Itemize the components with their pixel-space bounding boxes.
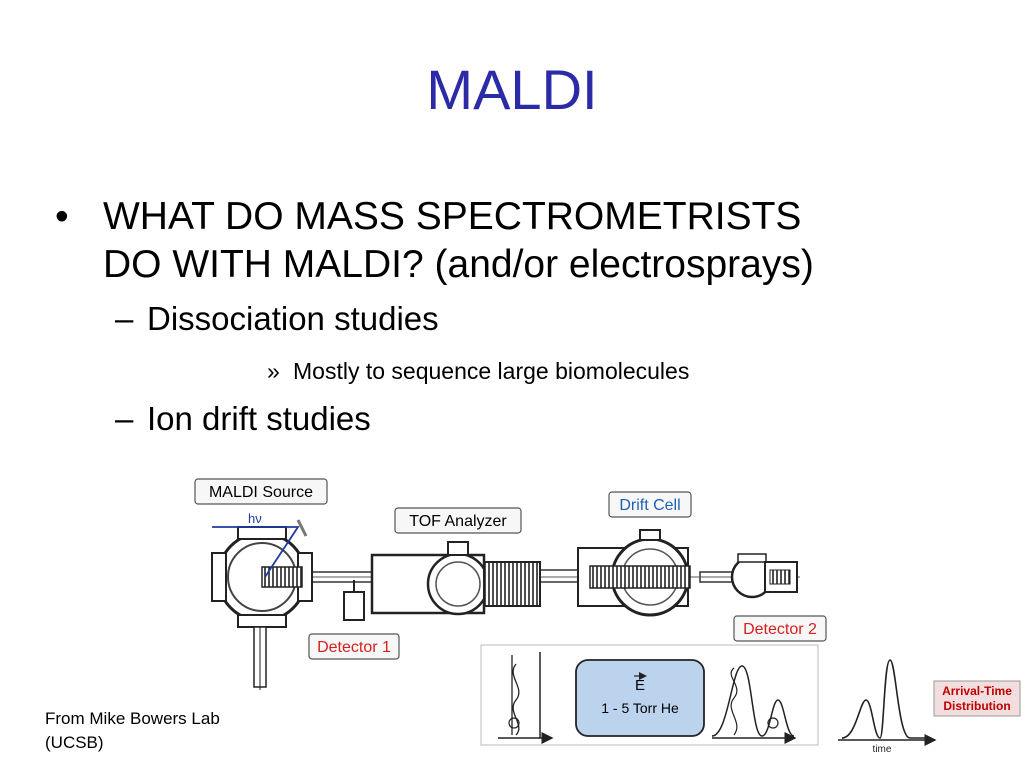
tof-analyzer-chamber (343, 541, 541, 621)
maldi-source-chamber (211, 526, 313, 690)
sub-bullet-ion-drift: – Ion drift studies (55, 399, 995, 439)
ion-packet-in (498, 652, 554, 744)
sub-bullet-dissociation: – Dissociation studies (55, 299, 995, 339)
maldi-source-label: MALDI Source (194, 478, 328, 505)
svg-text:Distribution: Distribution (943, 699, 1010, 713)
detector1-label: Detector 1 (308, 633, 400, 660)
drift-cell-chamber (577, 529, 691, 617)
bullet-list: • WHAT DO MASS SPECTROMETRISTS DO WITH M… (55, 193, 995, 439)
bullet-line-1: WHAT DO MASS SPECTROMETRISTS (103, 195, 802, 238)
laser-beam: hν (212, 511, 308, 578)
hv-label: hν (248, 511, 262, 526)
bullet-marker: • (55, 195, 69, 238)
pressure-label: 1 - 5 Torr He (601, 700, 679, 716)
arrival-time-plot: time (838, 659, 937, 755)
arrival-time-label: Arrival-Time Distribution (933, 680, 1021, 717)
credit-line-1: From Mike Bowers Lab (45, 709, 220, 728)
chevron-marker: » (267, 358, 280, 384)
dash-marker: – (115, 400, 134, 437)
drift-cell-label: Drift Cell (608, 491, 692, 518)
svg-text:Drift Cell: Drift Cell (619, 497, 680, 514)
sub-sub-bullet-text: Mostly to sequence large biomolecules (293, 358, 690, 384)
separated-ion-peaks (711, 665, 797, 744)
credit-line-2: (UCSB) (45, 733, 104, 752)
drift-tube: E 1 - 5 Torr He (575, 659, 705, 737)
svg-text:Detector 1: Detector 1 (317, 639, 391, 656)
dash-marker: – (115, 300, 134, 337)
tof-analyzer-label: TOF Analyzer (394, 507, 522, 534)
source-credit: From Mike Bowers Lab (UCSB) (45, 707, 220, 755)
detector2-label: Detector 2 (733, 615, 827, 642)
sub-bullet-text: Ion drift studies (147, 400, 371, 437)
slide-title: MALDI (426, 58, 598, 121)
sub-sub-bullet-sequence: » Mostly to sequence large biomolecules (55, 357, 995, 385)
svg-text:TOF Analyzer: TOF Analyzer (409, 513, 507, 530)
bullet-line-2: DO WITH MALDI? (and/or electrosprays) (103, 243, 814, 286)
detector2-chamber (730, 553, 798, 599)
field-label: E (635, 677, 645, 694)
ion-drift-schematic: E 1 - 5 Torr He (480, 644, 819, 746)
time-axis-label: time (873, 744, 892, 755)
sub-bullet-text: Dissociation studies (147, 300, 439, 337)
svg-text:MALDI Source: MALDI Source (209, 484, 313, 501)
bullet-item-main: • WHAT DO MASS SPECTROMETRISTS DO WITH M… (55, 193, 995, 289)
svg-text:Arrival-Time: Arrival-Time (942, 684, 1012, 698)
svg-text:Detector 2: Detector 2 (743, 621, 817, 638)
